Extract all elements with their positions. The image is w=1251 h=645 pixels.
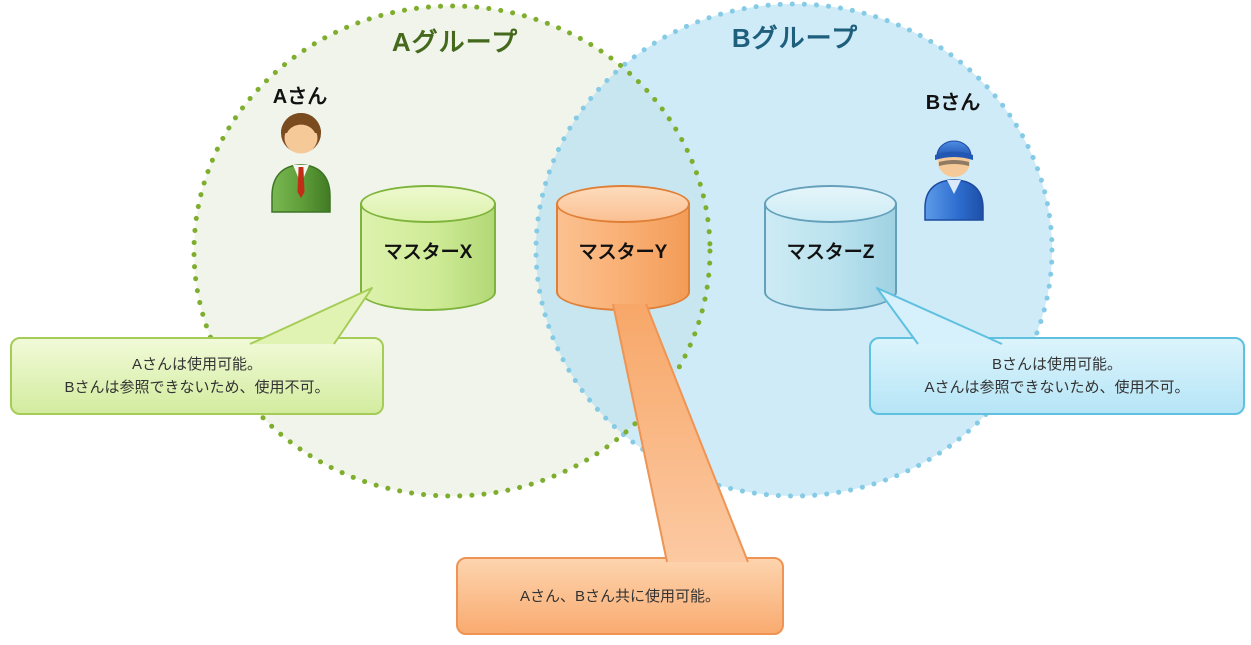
callout-y-tail-edge-right <box>645 303 749 563</box>
callout-master-y-line1: Aさん、Bさん共に使用可能。 <box>519 587 720 605</box>
person-a-icon <box>271 113 331 213</box>
database-master-x: マスターX <box>360 185 496 311</box>
master-y-label: マスターY <box>578 242 668 263</box>
callout-y-tail <box>613 304 748 562</box>
callout-master-x: Aさんは使用可能。 Bさんは参照できないため、使用不可。 <box>10 337 384 415</box>
callout-x-tail-edge <box>249 287 373 345</box>
database-master-y: マスターY <box>556 185 690 311</box>
database-cylinder-top <box>764 185 897 223</box>
callout-master-z: Bさんは使用可能。 Aさんは参照できないため、使用不可。 <box>869 337 1245 415</box>
group-a-title: Aグループ <box>391 27 519 57</box>
person-b-label: Bさん <box>925 92 981 114</box>
person-a-label: Aさん <box>272 86 328 108</box>
database-master-z: マスターZ <box>764 185 897 311</box>
database-cylinder-top <box>556 185 690 223</box>
group-b-title: Bグループ <box>731 23 859 53</box>
callout-master-z-line2: Aさんは参照できないため、使用不可。 <box>924 379 1190 396</box>
callout-master-z-line1: Bさんは使用可能。 <box>991 356 1122 373</box>
callout-master-y: Aさん、Bさん共に使用可能。 <box>456 557 784 635</box>
master-x-label: マスターX <box>383 242 473 263</box>
database-cylinder-top <box>360 185 496 223</box>
master-z-label: マスターZ <box>786 242 875 263</box>
callout-master-x-line2: Bさんは参照できないため、使用不可。 <box>64 379 330 396</box>
person-b-icon <box>924 140 984 221</box>
callout-y-tail-edge-left <box>612 303 668 563</box>
callout-x-tail <box>250 288 372 344</box>
callout-master-x-line1: Aさんは使用可能。 <box>131 356 262 373</box>
